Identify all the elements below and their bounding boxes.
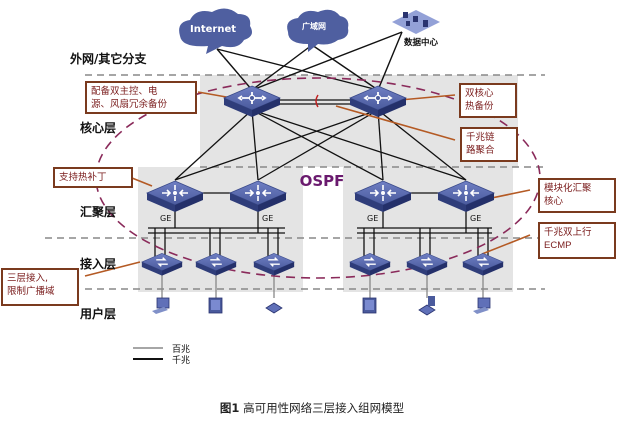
link-aggregation-marker — [315, 94, 319, 108]
cloud-wan[interactable]: 广域网 — [287, 9, 349, 52]
callout-link-aggregation: 千兆链 路聚合 — [460, 127, 518, 162]
callout-ecmp: 千兆双上行 ECMP — [538, 222, 616, 259]
aggregation-switch-2[interactable] — [229, 180, 287, 213]
ge-label-2: GE — [262, 214, 273, 223]
access-switch-3[interactable] — [253, 253, 295, 277]
cloud-internet[interactable]: Internet — [179, 8, 252, 55]
figure-caption: 图1 高可用性网络三层接入组网模型 — [0, 400, 624, 416]
ge-bus-left — [148, 205, 285, 258]
core-trunk-link — [278, 99, 352, 105]
access-switch-2[interactable] — [195, 253, 237, 277]
ge-label-1: GE — [160, 214, 171, 223]
layer-label-external: 外网/其它分支 — [70, 52, 147, 66]
core-switch-1[interactable] — [223, 85, 281, 118]
cloud-internet-label: Internet — [190, 24, 236, 35]
ospf-label: OSPF — [300, 172, 345, 190]
ip-phone-icon[interactable] — [265, 302, 283, 314]
cloud-wan-label: 广域网 — [302, 21, 326, 31]
access-switch-4[interactable] — [349, 253, 391, 277]
aggregation-switch-4[interactable] — [437, 180, 495, 213]
aggregation-switch-1[interactable] — [146, 180, 204, 213]
desktop-pc-icon[interactable] — [152, 297, 170, 314]
access-switch-6[interactable] — [462, 253, 504, 277]
core-aggregation-links — [174, 109, 467, 181]
layer-label-core: 核心层 — [80, 121, 117, 135]
layer-label-access: 接入层 — [80, 257, 117, 271]
figure-title: 高可用性网络三层接入组网模型 — [243, 401, 405, 415]
callout-modular-aggregation: 模块化汇聚 核心 — [538, 178, 616, 213]
ge-label-3: GE — [367, 214, 378, 223]
laptop-icon[interactable] — [418, 296, 436, 316]
datacenter[interactable]: 数据中心 — [392, 10, 440, 48]
datacenter-label: 数据中心 — [404, 37, 439, 48]
callout-dual-core: 双核心 热备份 — [459, 83, 517, 118]
callout-layer3-access: 三层接入, 限制广播域 — [1, 268, 79, 306]
figure-number: 图1 — [219, 401, 240, 415]
callout-redundancy: 配备双主控、电 源、风扇冗余备份 — [85, 81, 197, 114]
wan-uplinks — [216, 31, 403, 91]
legend-label-1000m: 千兆 — [172, 356, 191, 366]
layer-label-user: 用户层 — [80, 307, 117, 321]
monitor-icon[interactable] — [362, 297, 377, 314]
callout-leaders — [84, 91, 531, 277]
layer-label-aggregation: 汇聚层 — [80, 205, 117, 219]
core-switch-2[interactable] — [349, 85, 407, 118]
callout-hot-patch: 支持热补丁 — [53, 167, 133, 188]
desktop-pc-icon[interactable] — [473, 297, 491, 314]
access-switch-1[interactable] — [141, 253, 183, 277]
ge-label-4: GE — [470, 214, 481, 223]
legend-label-100m: 百兆 — [172, 345, 191, 355]
monitor-icon[interactable] — [208, 297, 223, 314]
access-switch-5[interactable] — [406, 253, 448, 277]
aggregation-switch-3[interactable] — [354, 180, 412, 213]
